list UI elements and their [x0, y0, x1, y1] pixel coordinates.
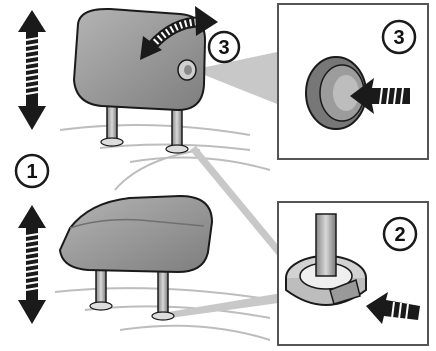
callout-3-detail: 3 — [383, 21, 415, 53]
bottom-headrest — [60, 196, 212, 272]
callout-3-detail-label: 3 — [393, 27, 404, 49]
callout-3-main: 3 — [209, 32, 239, 62]
seat-outline-top — [60, 125, 270, 190]
up-down-arrow-icon-lower — [18, 205, 46, 324]
detail-panel-tilt: 3 — [278, 4, 428, 159]
callout-1: 1 — [16, 155, 48, 187]
detail-panel-release: 2 — [278, 202, 428, 345]
tilt-button — [178, 60, 196, 80]
callout-1-label: 1 — [26, 161, 37, 183]
up-down-arrow-icon — [18, 10, 46, 130]
callout-2: 2 — [384, 218, 416, 250]
callout-3-main-label: 3 — [218, 37, 229, 59]
callout-2-label: 2 — [394, 224, 405, 246]
